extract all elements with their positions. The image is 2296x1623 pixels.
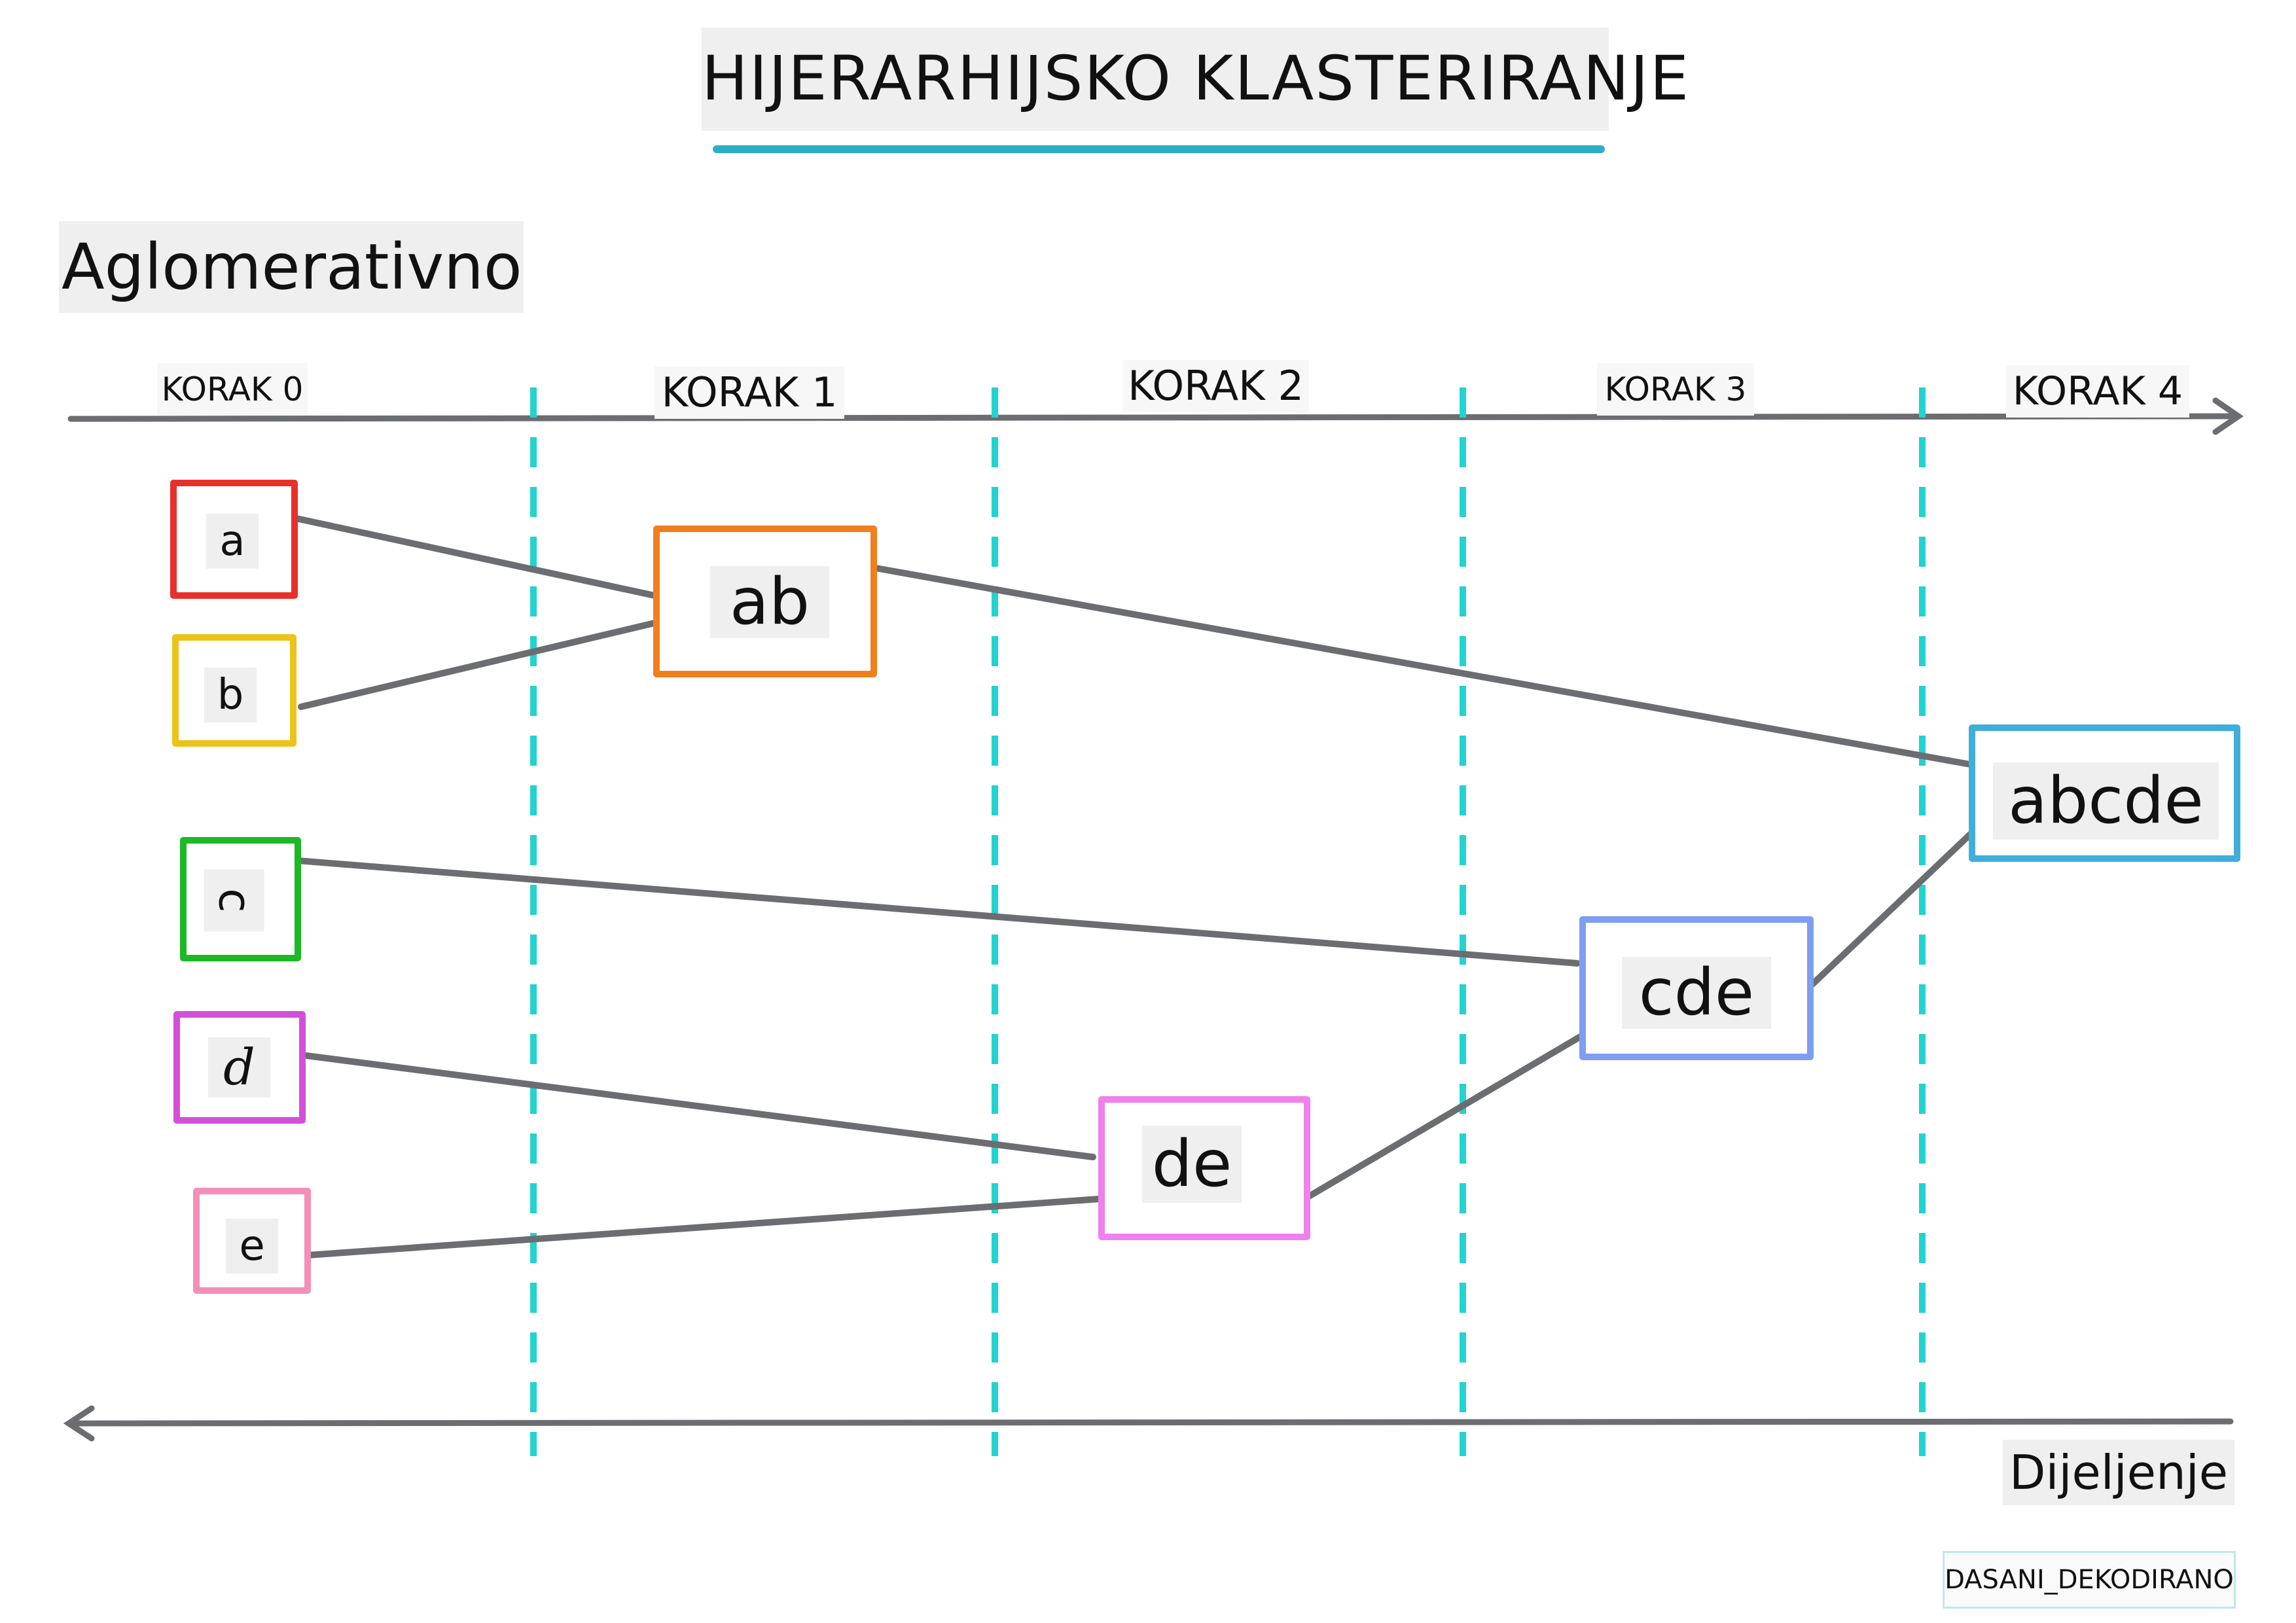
step-label-4: KORAK 4 [2006,365,2189,418]
node-b-label: b [204,668,257,722]
divisive-axis-arrow [63,1405,2234,1442]
connector-d-de [298,1052,1096,1160]
step-label-2: KORAK 2 [1122,360,1309,412]
connector-e-de [304,1196,1103,1258]
node-ab-label: ab [710,566,829,638]
node-c-label: c [204,869,264,932]
connector-a-ab [293,515,658,599]
step-label-0: KORAK 0 [157,363,308,416]
merge-connectors [293,515,1973,1258]
connector-b-ab [298,620,658,710]
node-cde-label: cde [1622,957,1771,1029]
node-e-label: e [226,1219,278,1274]
credit-badge: DASANI_DEKODIRANO [1943,1551,2236,1609]
node-a-label: a [206,514,259,569]
step-label-1: KORAK 1 [655,366,844,419]
step-dividers [530,387,1926,1456]
agglomerative-axis-arrow [67,397,2244,435]
node-abcde-label: abcde [1993,762,2219,840]
connector-ab-abcde [872,565,1973,768]
page-title: HIJERARHIJSKO KLASTERIRANJE [702,27,1689,131]
connector-c-cde [295,857,1581,967]
node-de-label: de [1142,1126,1242,1203]
section-label-divisive: Dijeljenje [2003,1440,2234,1505]
connector-de-cde [1306,1032,1586,1200]
step-label-3: KORAK 3 [1597,363,1754,416]
section-label-agglomerative: Aglomerativno [59,221,524,313]
node-d-label: d [208,1037,270,1097]
connector-cde-abcde [1808,831,1973,988]
